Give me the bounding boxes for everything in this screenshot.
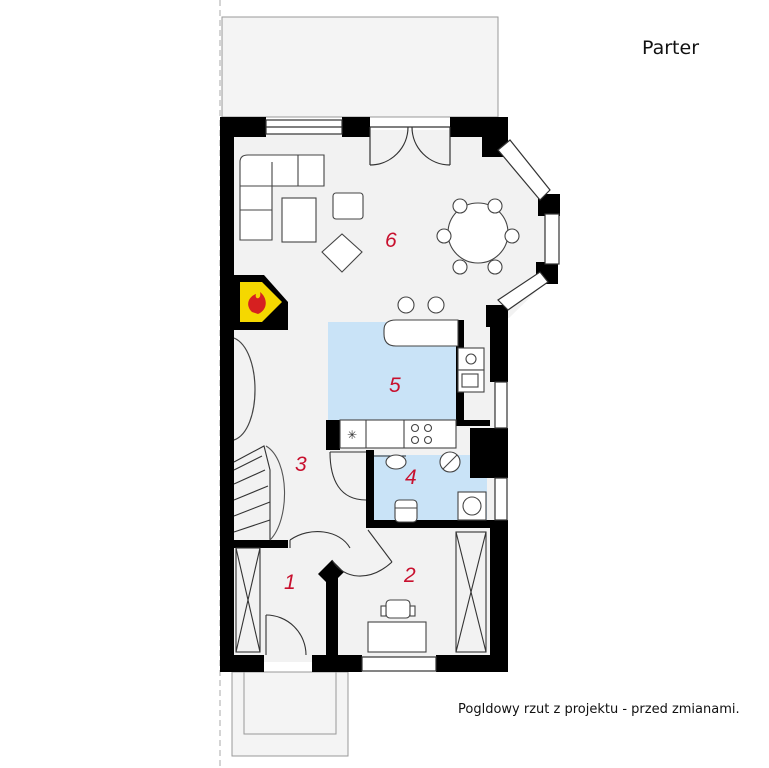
bathroom-fittings: [385, 451, 487, 523]
floor-title: Parter: [642, 37, 700, 59]
terrace-doors: [369, 126, 451, 166]
room-number-3: 3: [295, 453, 307, 476]
bottom-window: [361, 656, 437, 672]
caption: Pogldowy rzut z projektu - przed zmianam…: [458, 702, 740, 717]
right-windows: [494, 381, 508, 521]
wardrobe-room-1: [235, 547, 261, 653]
wardrobe-room-2: [455, 531, 487, 653]
porch-step: [243, 671, 337, 735]
top-windows: [265, 119, 343, 135]
room-number-1: 1: [284, 571, 296, 594]
office-furniture: [367, 599, 427, 653]
room-number-6: 6: [385, 229, 397, 252]
wardrobe-curve: [233, 337, 256, 441]
kitchen-fittings: [339, 347, 485, 449]
bay-windows: [497, 139, 560, 311]
stairs: [233, 445, 286, 541]
living-furniture: [239, 154, 520, 347]
terrace: [221, 16, 499, 118]
fireplace: [234, 275, 288, 330]
porch: [231, 671, 349, 757]
outer-walls: [220, 117, 560, 672]
room-number-5: 5: [389, 374, 401, 397]
room-number-2: 2: [403, 564, 416, 587]
room-number-4: 4: [405, 466, 417, 489]
fan-symbol: ✳: [347, 428, 357, 442]
